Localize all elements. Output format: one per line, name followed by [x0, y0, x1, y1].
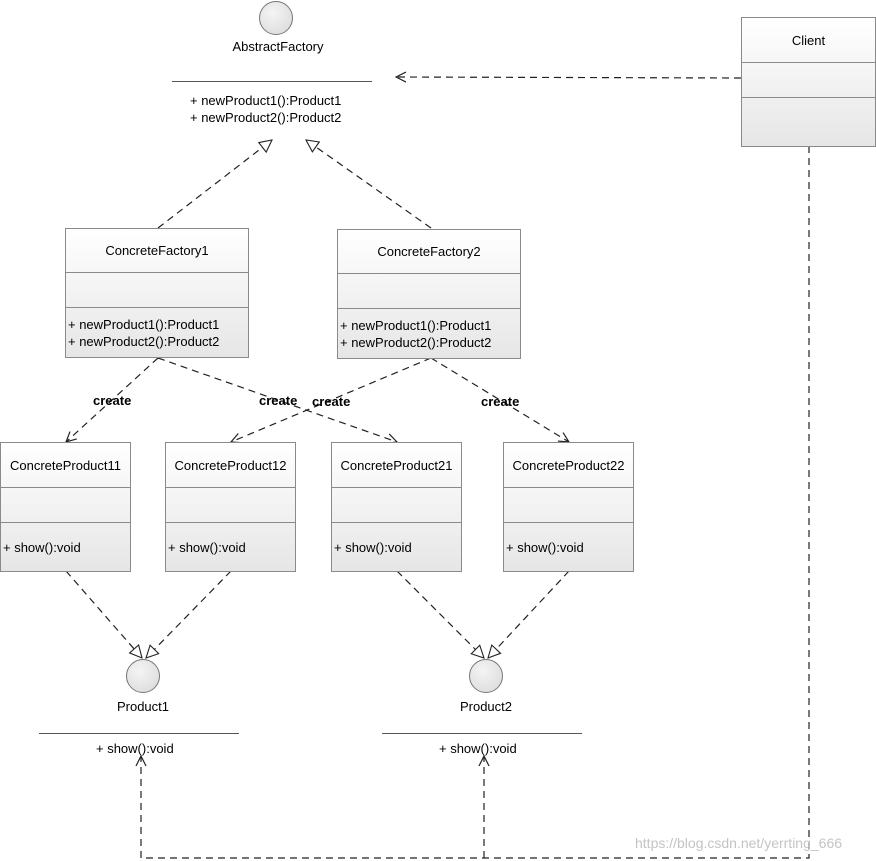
concreteproduct22-class[interactable]: ConcreteProduct22 + show():void [503, 442, 634, 572]
product1-name: Product1 [116, 699, 170, 714]
concreteproduct21-op-1: + show():void [334, 540, 412, 555]
concretefactory1-op-2: + newProduct2():Product2 [68, 334, 220, 349]
concreteproduct11-class[interactable]: ConcreteProduct11 + show():void [0, 442, 131, 572]
create-label-3: create [312, 394, 351, 409]
abstractfactory-name: AbstractFactory [232, 39, 324, 54]
abstractfactory-operations: + newProduct1():Product1 + newProduct2()… [190, 92, 341, 126]
client-attributes [742, 63, 875, 98]
concreteproduct12-op-1: + show():void [168, 540, 246, 555]
abstractfactory-op-1: + newProduct1():Product1 [190, 93, 342, 108]
edge-client-to-abstractfactory [396, 77, 742, 78]
product2-name: Product2 [459, 699, 513, 714]
concretefactory1-attributes [66, 273, 248, 308]
watermark-text: https://blog.csdn.net/yerrting_666 [635, 835, 843, 851]
concretefactory2-class[interactable]: ConcreteFactory2 + newProduct1():Product… [337, 229, 521, 359]
concretefactory2-attributes [338, 274, 520, 309]
product2-operations: + show():void [439, 740, 517, 757]
concretefactory2-op-2: + newProduct2():Product2 [340, 335, 492, 350]
concretefactory2-operations: + newProduct1():Product1 + newProduct2()… [338, 315, 520, 351]
client-class[interactable]: Client [741, 17, 876, 147]
abstractfactory-divider [172, 81, 372, 82]
edge-factory1-realizes [157, 140, 272, 229]
concretefactory2-op-1: + newProduct1():Product1 [340, 318, 492, 333]
abstractfactory-op-2: + newProduct2():Product2 [190, 110, 342, 125]
edge-factory1-create-product11 [66, 357, 159, 442]
edge-product22-realizes [488, 570, 570, 658]
concretefactory1-class[interactable]: ConcreteFactory1 + newProduct1():Product… [65, 228, 249, 358]
concreteproduct22-op-1: + show():void [506, 540, 584, 555]
create-label-2: create [259, 393, 298, 408]
client-operations [742, 98, 875, 146]
edge-product12-realizes [146, 570, 232, 658]
product1-op-1: + show():void [96, 741, 174, 756]
abstractfactory-interface-icon [259, 1, 293, 35]
client-name: Client [742, 18, 875, 63]
create-label-4: create [481, 394, 520, 409]
product2-divider [382, 733, 582, 734]
edge-factory1-create-product21 [157, 357, 397, 442]
concreteproduct11-op-1: + show():void [3, 540, 81, 555]
edge-client-to-product1 [141, 146, 810, 859]
concreteproduct22-attributes [504, 488, 633, 523]
create-label-1: create [93, 393, 132, 408]
concreteproduct12-operations: + show():void [166, 537, 295, 556]
concreteproduct11-operations: + show():void [1, 537, 130, 556]
concretefactory1-name: ConcreteFactory1 [66, 229, 248, 273]
product2-interface-icon [469, 659, 503, 693]
product1-operations: + show():void [96, 740, 174, 757]
edge-factory2-create-product12 [231, 357, 432, 442]
concreteproduct21-name: ConcreteProduct21 [332, 443, 461, 488]
edge-product21-realizes [396, 570, 484, 658]
concreteproduct11-name: ConcreteProduct11 [1, 443, 130, 488]
edge-product11-realizes [65, 570, 142, 658]
concreteproduct21-operations: + show():void [332, 537, 461, 556]
product2-op-1: + show():void [439, 741, 517, 756]
concreteproduct22-operations: + show():void [504, 537, 633, 556]
concretefactory2-name: ConcreteFactory2 [338, 230, 520, 274]
concreteproduct12-attributes [166, 488, 295, 523]
concreteproduct11-attributes [1, 488, 130, 523]
concreteproduct21-class[interactable]: ConcreteProduct21 + show():void [331, 442, 462, 572]
concretefactory1-op-1: + newProduct1():Product1 [68, 317, 220, 332]
concreteproduct22-name: ConcreteProduct22 [504, 443, 633, 488]
product1-interface-icon [126, 659, 160, 693]
concreteproduct12-class[interactable]: ConcreteProduct12 + show():void [165, 442, 296, 572]
product1-divider [39, 733, 239, 734]
edge-factory2-create-product22 [430, 357, 569, 442]
edge-factory2-realizes [306, 140, 432, 229]
concreteproduct21-attributes [332, 488, 461, 523]
concreteproduct12-name: ConcreteProduct12 [166, 443, 295, 488]
concretefactory1-operations: + newProduct1():Product1 + newProduct2()… [66, 314, 248, 350]
